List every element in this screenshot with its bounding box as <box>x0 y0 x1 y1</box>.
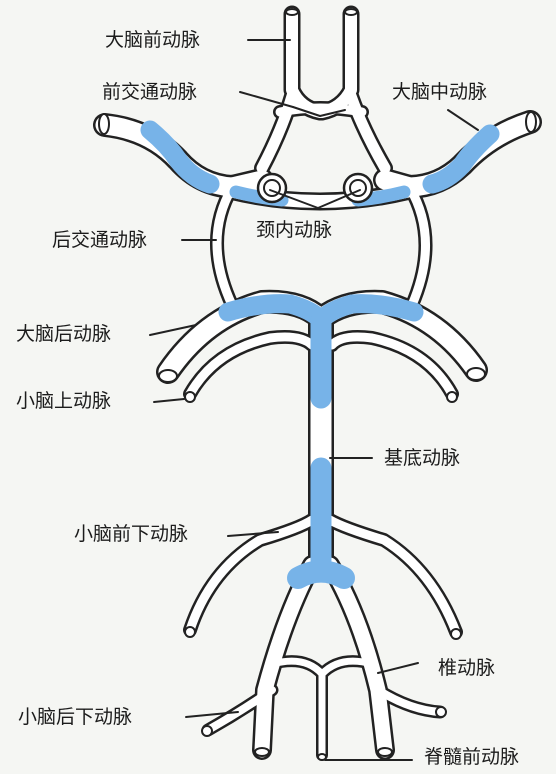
label-anterior-cerebral-artery: 大脑前动脉 <box>105 31 200 50</box>
label-anterior-communicating-artery: 前交通动脉 <box>102 83 197 102</box>
label-superior-cerebellar-artery: 小脑上动脉 <box>16 392 111 411</box>
label-anterior-inferior-cerebellar-artery: 小脑前下动脉 <box>74 525 188 544</box>
vertebral-junction-highlight <box>298 572 344 579</box>
label-posterior-inferior-cerebellar-artery: 小脑后下动脉 <box>18 708 132 727</box>
label-basilar-artery: 基底动脉 <box>384 449 460 468</box>
asa-left <box>272 661 322 755</box>
label-vertebral-artery: 椎动脉 <box>438 659 495 678</box>
label-posterior-communicating-artery: 后交通动脉 <box>52 231 147 250</box>
label-internal-carotid-artery: 颈内动脉 <box>256 221 332 240</box>
label-middle-cerebral-artery: 大脑中动脉 <box>392 83 487 102</box>
label-posterior-cerebral-artery: 大脑后动脉 <box>16 325 111 344</box>
label-anterior-spinal-artery: 脊髓前动脉 <box>424 748 519 767</box>
